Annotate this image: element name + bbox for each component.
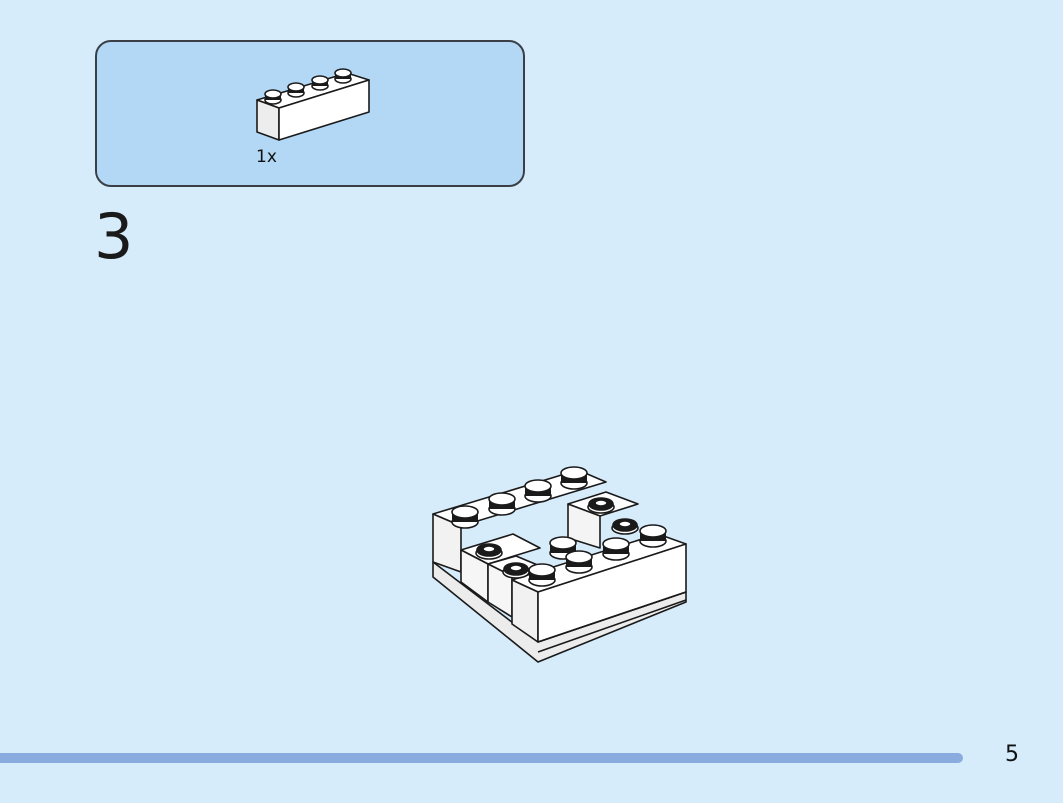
parts-callout: 1x xyxy=(95,40,525,187)
progress-bar xyxy=(0,753,963,763)
part-quantity: 1x xyxy=(256,147,277,167)
brick-1x4-icon xyxy=(256,68,370,141)
step-number: 3 xyxy=(94,200,134,273)
assembled-model-icon xyxy=(432,466,687,663)
page-number: 5 xyxy=(1005,742,1019,767)
